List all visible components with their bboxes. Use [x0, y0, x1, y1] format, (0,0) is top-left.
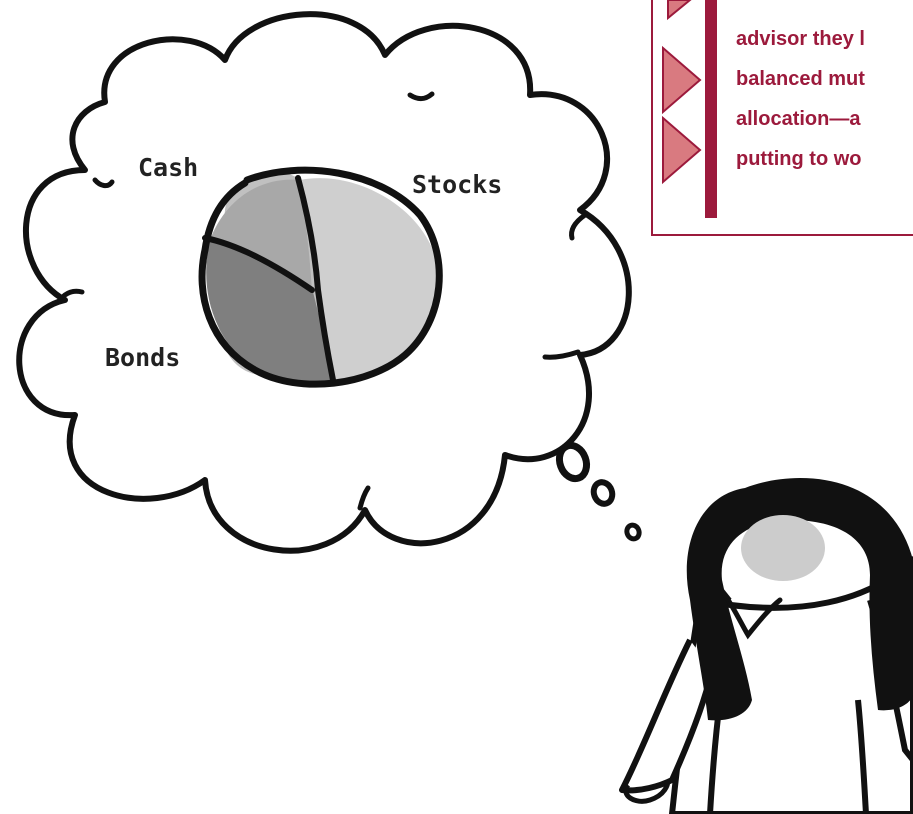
thought-dot-large	[555, 441, 591, 483]
person-left-arm	[619, 638, 715, 794]
cloud-flick	[542, 349, 581, 360]
thought-trail	[555, 441, 642, 542]
callout-box: advisor they l balanced mut allocation—a…	[651, 0, 913, 236]
callout-line: allocation—a	[736, 108, 861, 130]
person-left-hand	[623, 779, 671, 804]
pie-label-bonds: Bonds	[105, 343, 180, 372]
cloud-flick	[57, 288, 85, 303]
callout-line: balanced mut	[736, 68, 865, 90]
cloud-flick	[92, 177, 115, 189]
person-hair	[686, 478, 913, 721]
pie-label-cash: Cash	[138, 153, 198, 182]
pie-outline	[198, 166, 443, 388]
person-collar	[722, 592, 783, 640]
pie-slice-stocks	[300, 178, 440, 380]
thought-dot-medium	[590, 479, 616, 507]
person-face	[741, 515, 825, 581]
thought-dot-small	[624, 522, 642, 542]
arrow-icon	[662, 115, 702, 185]
arrow-icon	[667, 0, 692, 21]
callout-border	[651, 0, 913, 236]
cloud-flick	[407, 91, 435, 102]
callout-line: advisor they l	[736, 28, 865, 50]
callout-accent-bar	[705, 0, 717, 218]
callout-text: advisor they l balanced mut allocation—a…	[736, 28, 865, 170]
pie-divider	[295, 175, 336, 383]
person-figure	[619, 478, 913, 814]
pie-slice-bonds	[206, 240, 335, 383]
person-collar	[716, 583, 732, 602]
pie-slice-cash	[210, 179, 312, 292]
pie-sketch	[198, 166, 443, 388]
cloud-flick	[357, 485, 371, 511]
callout-line: putting to wo	[736, 148, 862, 170]
cloud-flick	[569, 212, 588, 241]
person-leg	[855, 699, 869, 814]
arrow-icon	[662, 45, 702, 115]
callout-arrows	[662, 0, 702, 185]
pie-label-stocks: Stocks	[412, 170, 502, 199]
pie-divider	[202, 235, 315, 293]
